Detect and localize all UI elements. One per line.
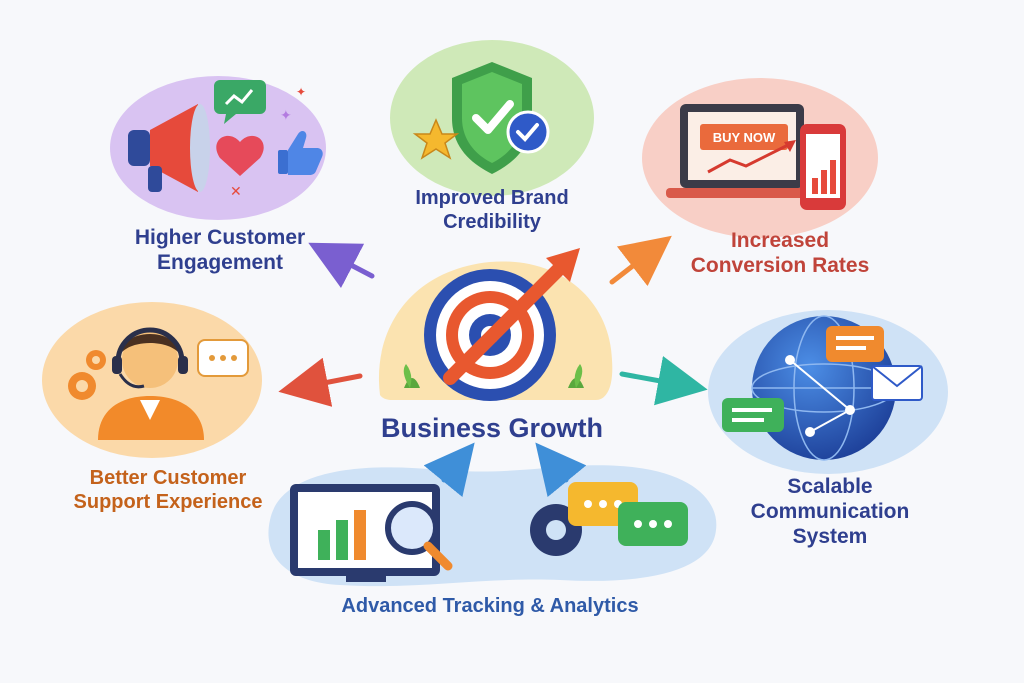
speech-bubble-icon <box>197 339 249 377</box>
arrow-to-tracking-right <box>535 442 587 498</box>
arrow-to-conversion <box>609 235 672 287</box>
arrow-to-engagement <box>308 242 375 289</box>
growth-arrow-icon <box>443 248 580 385</box>
engagement-label: Higher Customer Engagement <box>134 226 306 275</box>
envelope-icon <box>871 365 923 401</box>
chat-bubble-green-icon <box>722 398 784 432</box>
laptop-icon <box>666 104 818 198</box>
support-label: Better Customer Support Experience <box>73 467 263 513</box>
heart-icon <box>216 135 264 176</box>
trend-arrow-icon <box>707 140 796 174</box>
center-label: Business Growth <box>380 413 604 443</box>
arrow-to-tracking-left <box>423 442 475 498</box>
arrow-to-scalable <box>619 356 708 406</box>
svg-text:✦: ✦ <box>296 85 306 99</box>
support-agent-icon <box>98 327 204 440</box>
megaphone-icon <box>128 104 210 192</box>
arrow-to-support <box>278 357 363 407</box>
magnifier-icon <box>385 501 453 571</box>
chat-bubble-icon <box>214 80 266 124</box>
tracking-label: Advanced Tracking & Analytics <box>341 595 639 617</box>
conversion-label: Increased Conversion Rates <box>690 229 870 278</box>
smartphone-icon <box>800 124 846 210</box>
star-icon <box>412 118 460 160</box>
plant-icon <box>403 364 584 388</box>
buy-now-button: BUY NOW <box>700 124 788 150</box>
buy-now-label: BUY NOW <box>713 130 776 145</box>
sparkle-icon: ✕ ✦ ✦ <box>230 85 306 200</box>
credibility-label: Improved Brand Credibility <box>415 187 569 233</box>
thumbs-up-icon <box>278 131 323 175</box>
message-bubble-icon <box>826 326 884 362</box>
chat-bubbles-icon <box>568 482 688 546</box>
svg-text:✕: ✕ <box>230 184 242 200</box>
check-badge-icon <box>506 110 550 154</box>
gear-icon <box>68 350 106 400</box>
svg-text:✦: ✦ <box>280 108 292 124</box>
scalable-label: Scalable Communication System <box>750 475 910 549</box>
